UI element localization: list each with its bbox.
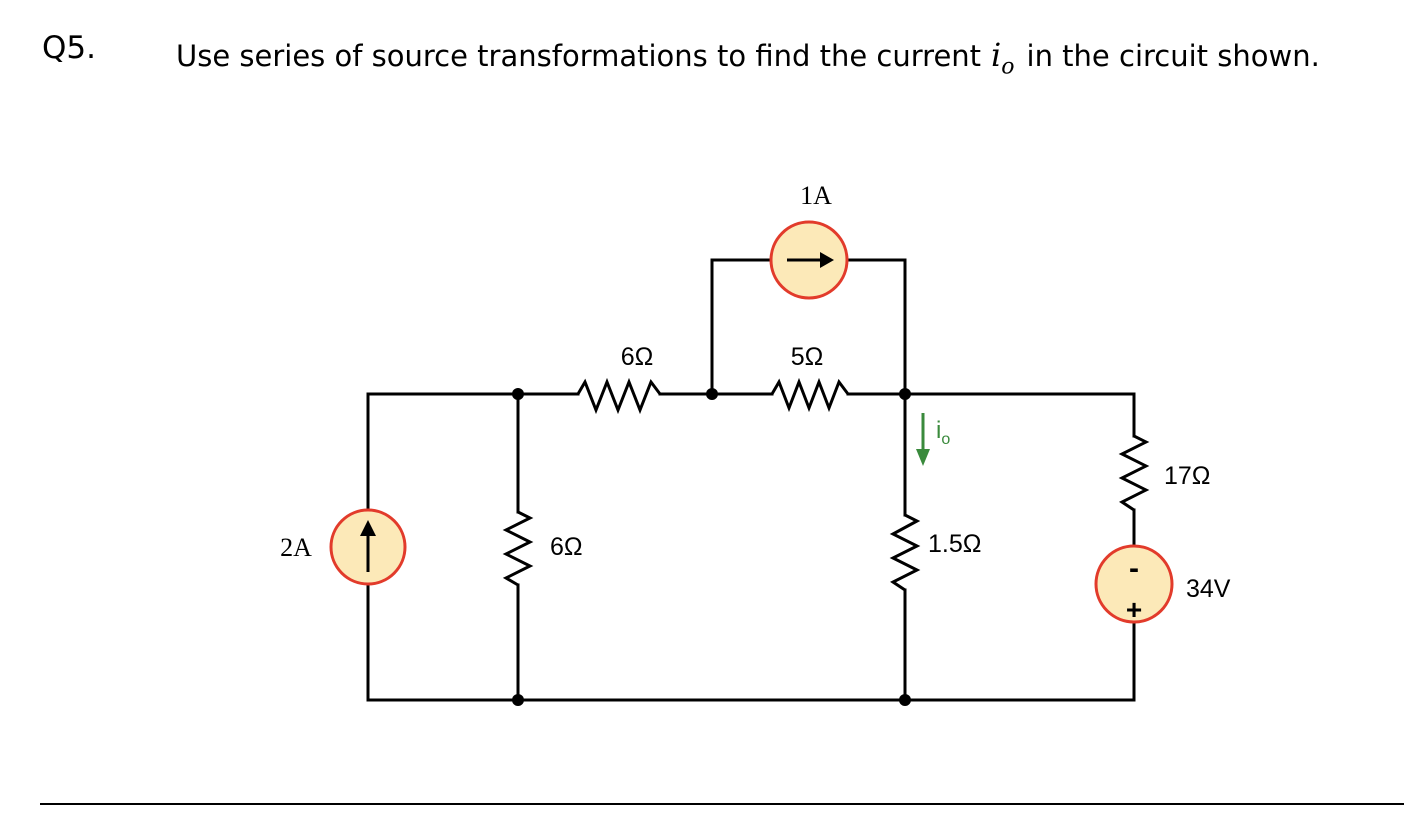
label-2a: 2A bbox=[280, 533, 312, 562]
voltage-minus-sign: - bbox=[1129, 552, 1139, 585]
voltage-plus-sign: + bbox=[1126, 594, 1142, 625]
question-text: Use series of source transformations to … bbox=[176, 34, 1376, 88]
label-series-mid-5ohm: 5Ω bbox=[791, 343, 824, 371]
junction-nodes bbox=[512, 388, 911, 706]
node-bottom-load bbox=[899, 694, 911, 706]
label-right-17ohm: 17Ω bbox=[1164, 462, 1211, 490]
answer-line bbox=[40, 803, 1404, 805]
resistor-right-17ohm bbox=[1118, 434, 1150, 512]
current-variable: io bbox=[991, 36, 1015, 80]
label-load-1-5ohm: 1.5Ω bbox=[928, 530, 981, 558]
resistor-shunt-6ohm bbox=[502, 510, 534, 587]
wires bbox=[366, 258, 1136, 702]
current-io-arrow bbox=[916, 413, 930, 466]
label-34v: 34V bbox=[1186, 575, 1231, 603]
question-text-before: Use series of source transformations to … bbox=[176, 39, 982, 73]
resistor-load-1-5ohm bbox=[889, 513, 921, 592]
label-shunt-6ohm: 6Ω bbox=[550, 533, 583, 561]
node-top-mid bbox=[706, 388, 718, 400]
current-source-1a bbox=[769, 220, 849, 300]
resistor-series-left-6ohm bbox=[576, 377, 662, 415]
question-text-after: in the circuit shown. bbox=[1026, 39, 1320, 73]
label-series-left-6ohm: 6Ω bbox=[621, 343, 654, 371]
label-1a: 1A bbox=[800, 181, 832, 210]
current-source-2a bbox=[329, 508, 407, 586]
node-bottom-shunt bbox=[512, 694, 524, 706]
node-top-right bbox=[899, 388, 911, 400]
question-number: Q5. bbox=[42, 30, 96, 66]
voltage-source-34v bbox=[1094, 544, 1174, 624]
label-io: io bbox=[936, 417, 950, 448]
resistors bbox=[502, 377, 1150, 592]
node-top-shunt bbox=[512, 388, 524, 400]
resistor-series-mid-5ohm bbox=[770, 377, 850, 413]
